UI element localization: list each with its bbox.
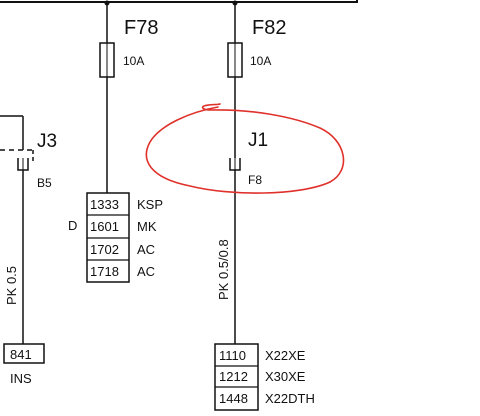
middle-table-name: AC [137, 264, 155, 279]
middle-table: 1333 1601 1702 1718 KSP MK AC AC [86, 192, 163, 283]
middle-table-code: 1333 [90, 197, 119, 212]
connector-j3-label: J3 [37, 131, 57, 152]
middle-table-prefix: D [68, 218, 77, 233]
annotation-red-circle [145, 103, 345, 194]
right-table-name: X22XE [265, 348, 306, 363]
middle-table-code: 1702 [90, 242, 119, 257]
right-table-name: X22DTH [265, 391, 315, 406]
connector-j1-pin-label: F8 [248, 173, 262, 187]
right-table-code: 1448 [219, 391, 248, 406]
connector-j3-pin-label: B5 [37, 176, 52, 190]
right-table-frame [214, 343, 259, 411]
right-table-code: 1110 [219, 348, 246, 363]
middle-table-name: KSP [137, 197, 163, 212]
right-table: 1110 1212 1448 X22XE X30XE X22DTH [214, 343, 315, 411]
wire-label-pk-0.5: PK 0.5 [4, 266, 19, 305]
right-table-code: 1212 [219, 369, 248, 384]
wire-label-pk-0.5-0.8: PK 0.5/0.8 [216, 239, 231, 300]
left-box-number: 841 [10, 347, 32, 362]
fuse-f82-rating: 10A [250, 54, 271, 68]
connector-j1-label: J1 [248, 130, 268, 151]
fuse-f82-label: F82 [252, 17, 286, 39]
middle-table-name: AC [137, 242, 155, 257]
left-box-label: INS [10, 371, 32, 386]
middle-table-name: MK [137, 219, 157, 234]
middle-table-code: 1601 [90, 219, 119, 234]
left-box-frame [3, 343, 45, 364]
right-table-name: X30XE [265, 369, 306, 384]
fuse-f78-rating: 10A [123, 54, 144, 68]
middle-table-code: 1718 [90, 264, 119, 279]
fuse-f78-label: F78 [124, 17, 158, 39]
